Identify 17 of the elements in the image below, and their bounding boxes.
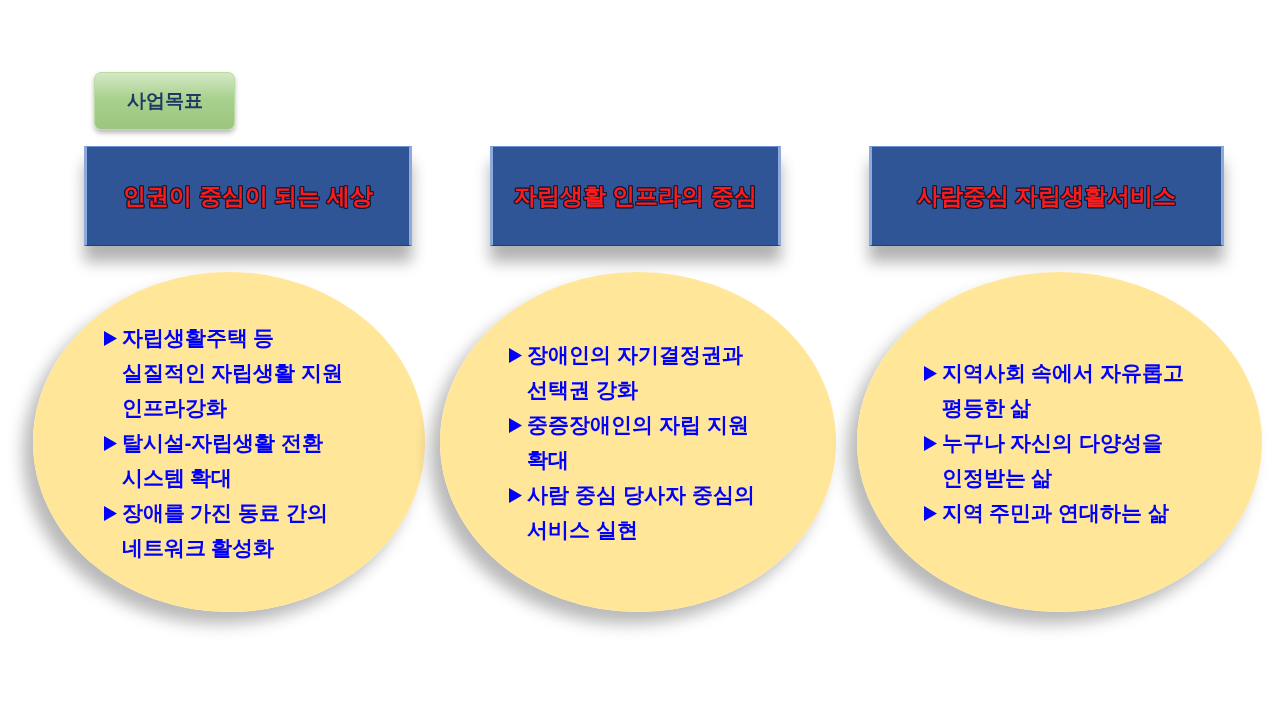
heading-text: 자립생활 인프라의 중심	[514, 181, 757, 211]
bullet-text: 사람 중심 당사자 중심의 서비스 실현	[527, 482, 756, 543]
heading-banner	[869, 146, 1224, 246]
bullet-text: 탈시설-자립생활 전환 시스템 확대	[121, 429, 325, 491]
bullet-text: 장애인의 자기결정권과 선택권 강화	[527, 342, 744, 403]
bullet-text: 자립생활주택 등 실질적인 자립생활 지원 인프라강화	[121, 324, 345, 421]
heading-banner	[84, 146, 412, 246]
section-tab	[94, 72, 235, 130]
heading-text: 사람중심 자립생활서비스	[916, 181, 1177, 211]
bullet-text: 지역사회 속에서 자유롭고 평등한 삶	[941, 359, 1186, 421]
bullet-text: 누구나 자신의 다양성을 인정받는 삶	[941, 429, 1165, 491]
heading-text: 인권이 중심이 되는 세상	[123, 181, 373, 211]
bullet-text: 중증장애인의 자립 지원 확대	[527, 412, 750, 473]
tab-label: 사업목표	[126, 88, 203, 113]
bullet-text: 장애를 가진 동료 간의 네트워크 활성화	[121, 499, 329, 561]
bullet-text: 지역 주민과 연대하는 삶	[941, 499, 1170, 526]
heading-banner	[490, 146, 781, 246]
